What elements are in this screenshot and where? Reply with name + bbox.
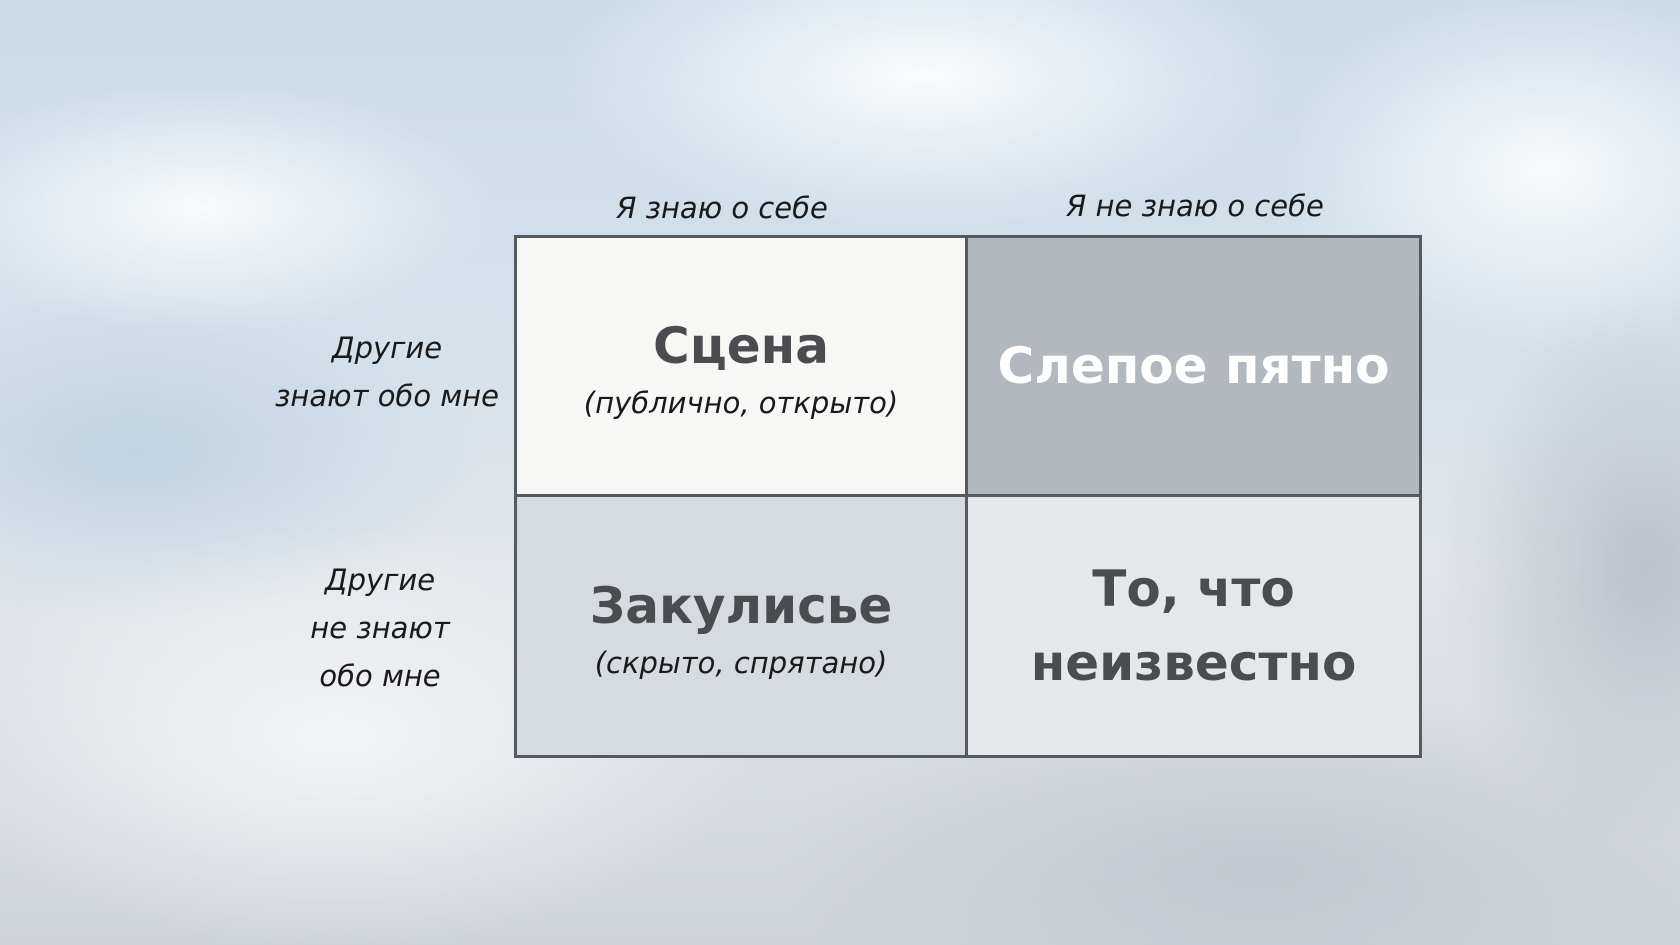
column-label-known-to-self: Я знаю о себе bbox=[616, 191, 828, 225]
cell-hidden-area: Закулисье (скрыто, спрятано) bbox=[517, 496, 968, 755]
cell-blind-spot: Слепое пятно bbox=[968, 238, 1419, 497]
cell-blind-title: Слепое пятно bbox=[997, 336, 1390, 395]
johari-window-grid: Сцена (публично, открыто) Слепое пятно З… bbox=[514, 235, 1422, 758]
cell-hidden-subtitle: (скрыто, спрятано) bbox=[594, 645, 888, 680]
row-label-line: обо мне bbox=[319, 659, 441, 693]
cell-unknown-area: То, что неизвестно bbox=[968, 496, 1419, 755]
cell-hidden-title: Закулисье bbox=[589, 576, 893, 635]
row-label-line: не знают bbox=[310, 611, 450, 645]
cell-open-title: Сцена bbox=[653, 316, 829, 375]
cell-unknown-title-line: неизвестно bbox=[1030, 633, 1357, 692]
row-label-line: Другие bbox=[331, 331, 443, 365]
cell-unknown-title-line: То, что bbox=[1092, 559, 1295, 618]
row-label-known-to-others: Другие знают обо мне bbox=[252, 324, 522, 420]
column-label-unknown-to-self: Я не знаю о себе bbox=[1066, 189, 1324, 223]
cell-open-area: Сцена (публично, открыто) bbox=[517, 238, 968, 497]
row-label-unknown-to-others: Другие не знают обо мне bbox=[270, 556, 490, 700]
cell-unknown-title: То, что неизвестно bbox=[1031, 552, 1357, 700]
row-label-line: знают обо мне bbox=[275, 379, 499, 413]
row-label-line: Другие bbox=[324, 563, 436, 597]
cell-open-subtitle: (публично, открыто) bbox=[583, 385, 899, 420]
